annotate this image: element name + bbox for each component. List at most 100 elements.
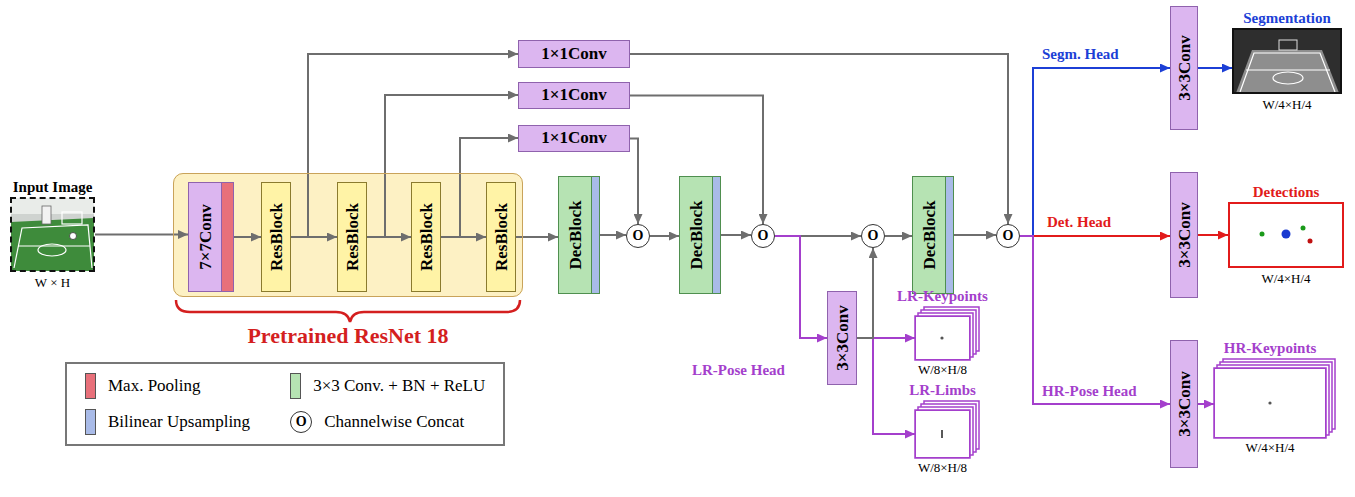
input-image: Input ImageW × H [10, 197, 95, 272]
legend-box: Max. Pooling 3×3 Conv. + BN + ReLU Bilinea… [65, 362, 505, 446]
stack-layer [1214, 368, 1326, 438]
concat-node: O [996, 224, 1020, 248]
dec-block: DecBlock [558, 176, 600, 294]
hr-keypoint-stack [1214, 359, 1335, 438]
layer-bar [591, 177, 599, 293]
concat-symbol: O [633, 229, 644, 243]
block-label: 3×3Conv [1176, 35, 1195, 100]
stack-layer [915, 410, 970, 458]
output-map: HR-KeypointsW/4×H/4 [1214, 368, 1326, 438]
connector [775, 236, 827, 338]
segmentation-picture [1233, 29, 1341, 93]
segmentation-line [1240, 53, 1335, 92]
connector [1020, 235, 1170, 237]
block-label: 1×1Conv [541, 86, 606, 105]
output-map: LR-LimbsW/8×H/8 [915, 410, 970, 458]
limb-mark [941, 430, 943, 438]
output-title: Detections [1253, 184, 1320, 201]
layer-bar [712, 177, 720, 293]
block-label: ResBlock [344, 203, 363, 271]
block-label: ResBlock [418, 203, 437, 271]
photo-field-line [14, 225, 92, 268]
lr-keypoint-stack [915, 307, 979, 360]
concat-symbol: O [868, 229, 879, 243]
legend-item: Max. Pooling [85, 373, 250, 399]
connector [1020, 68, 1170, 236]
photo-field [11, 218, 94, 271]
dimension-label: W/4×H/4 [1245, 441, 1294, 455]
conv-box: 1×1Conv [518, 40, 630, 68]
dec-block: DecBlock [679, 176, 721, 294]
concat-symbol: O [290, 411, 312, 433]
detection-dot [1260, 232, 1265, 237]
block-label: 3×3Conv [1176, 202, 1195, 267]
conv-box: 1×1Conv [518, 82, 630, 109]
detection-dot [1308, 239, 1313, 244]
head-conv: 3×3Conv [1170, 172, 1198, 298]
dimension-label: W/4×H/4 [1261, 272, 1310, 286]
detection-dot [1301, 226, 1306, 231]
output-title: HR-Keypoints [1224, 340, 1317, 357]
connector [1198, 234, 1228, 236]
dec-block: DecBlock [912, 176, 954, 294]
connector [95, 234, 188, 236]
legend-swatch [290, 373, 301, 399]
head-label: LR-Pose Head [690, 362, 787, 379]
layer-bar [945, 177, 953, 293]
concat-node: O [861, 224, 885, 248]
legend-item: Bilinear Upsampling [85, 409, 250, 435]
legend-text: Max. Pooling [108, 376, 201, 396]
res-block: ResBlock [261, 182, 291, 292]
block-label: 7×7Conv [197, 204, 216, 269]
photo-ball [70, 233, 77, 240]
connector [1198, 67, 1232, 69]
layer-bar [221, 183, 233, 291]
connector [857, 248, 873, 338]
conv-box: 1×1Conv [518, 125, 630, 152]
concat-symbol: O [758, 229, 769, 243]
keypoint-dot [940, 336, 943, 339]
connector [857, 338, 915, 434]
lr-limb-stack [915, 401, 979, 458]
output-title: LR-Limbs [909, 382, 976, 399]
photo-center-line [18, 245, 90, 246]
backbone-group: Pretrained ResNet 187×7ConvResBlockResBl… [173, 173, 523, 297]
dimension-label: W/8×H/8 [918, 363, 967, 377]
legend-swatch [85, 373, 96, 399]
head-label: Segm. Head [1040, 46, 1121, 63]
legend-item: 3×3 Conv. + BN + ReLU [290, 373, 485, 399]
head-label: Det. Head [1045, 214, 1113, 231]
res-block: ResBlock [337, 182, 367, 292]
keypoint-dot [1268, 401, 1271, 404]
detection-dot [1282, 230, 1291, 239]
segmentation-center-line [1246, 69, 1330, 70]
group-title: Pretrained ResNet 18 [174, 324, 522, 348]
dimension-label: W/8×H/8 [918, 461, 967, 475]
photo-robot [42, 206, 51, 224]
block-label: ResBlock [493, 203, 512, 271]
connector [885, 235, 912, 237]
connector [600, 234, 626, 236]
concat-node: O [626, 224, 650, 248]
segmentation-field [1236, 50, 1339, 93]
output-title: Input Image [13, 179, 93, 196]
head-conv: 3×3Conv [827, 291, 857, 385]
output-map: SegmentationW/4×H/4 [1232, 28, 1342, 94]
connector [650, 235, 679, 237]
res-block: ResBlock [411, 182, 441, 292]
connector [1020, 236, 1170, 404]
legend-item: OChannelwise Concat [290, 409, 485, 435]
stack-layer [915, 316, 970, 360]
segmentation-ground [1233, 29, 1341, 93]
legend-text: 3×3 Conv. + BN + ReLU [313, 376, 485, 396]
backbone-bracket [176, 300, 520, 322]
output-title: Segmentation [1243, 10, 1331, 27]
head-conv: 3×3Conv [1170, 340, 1198, 468]
photo-goal [62, 212, 82, 224]
block-label: DecBlock [567, 201, 586, 270]
dimension-label: W × H [35, 276, 70, 290]
block-label: 3×3Conv [834, 305, 853, 370]
head-label: HR-Pose Head [1040, 383, 1139, 400]
backbone-fill [173, 173, 523, 297]
